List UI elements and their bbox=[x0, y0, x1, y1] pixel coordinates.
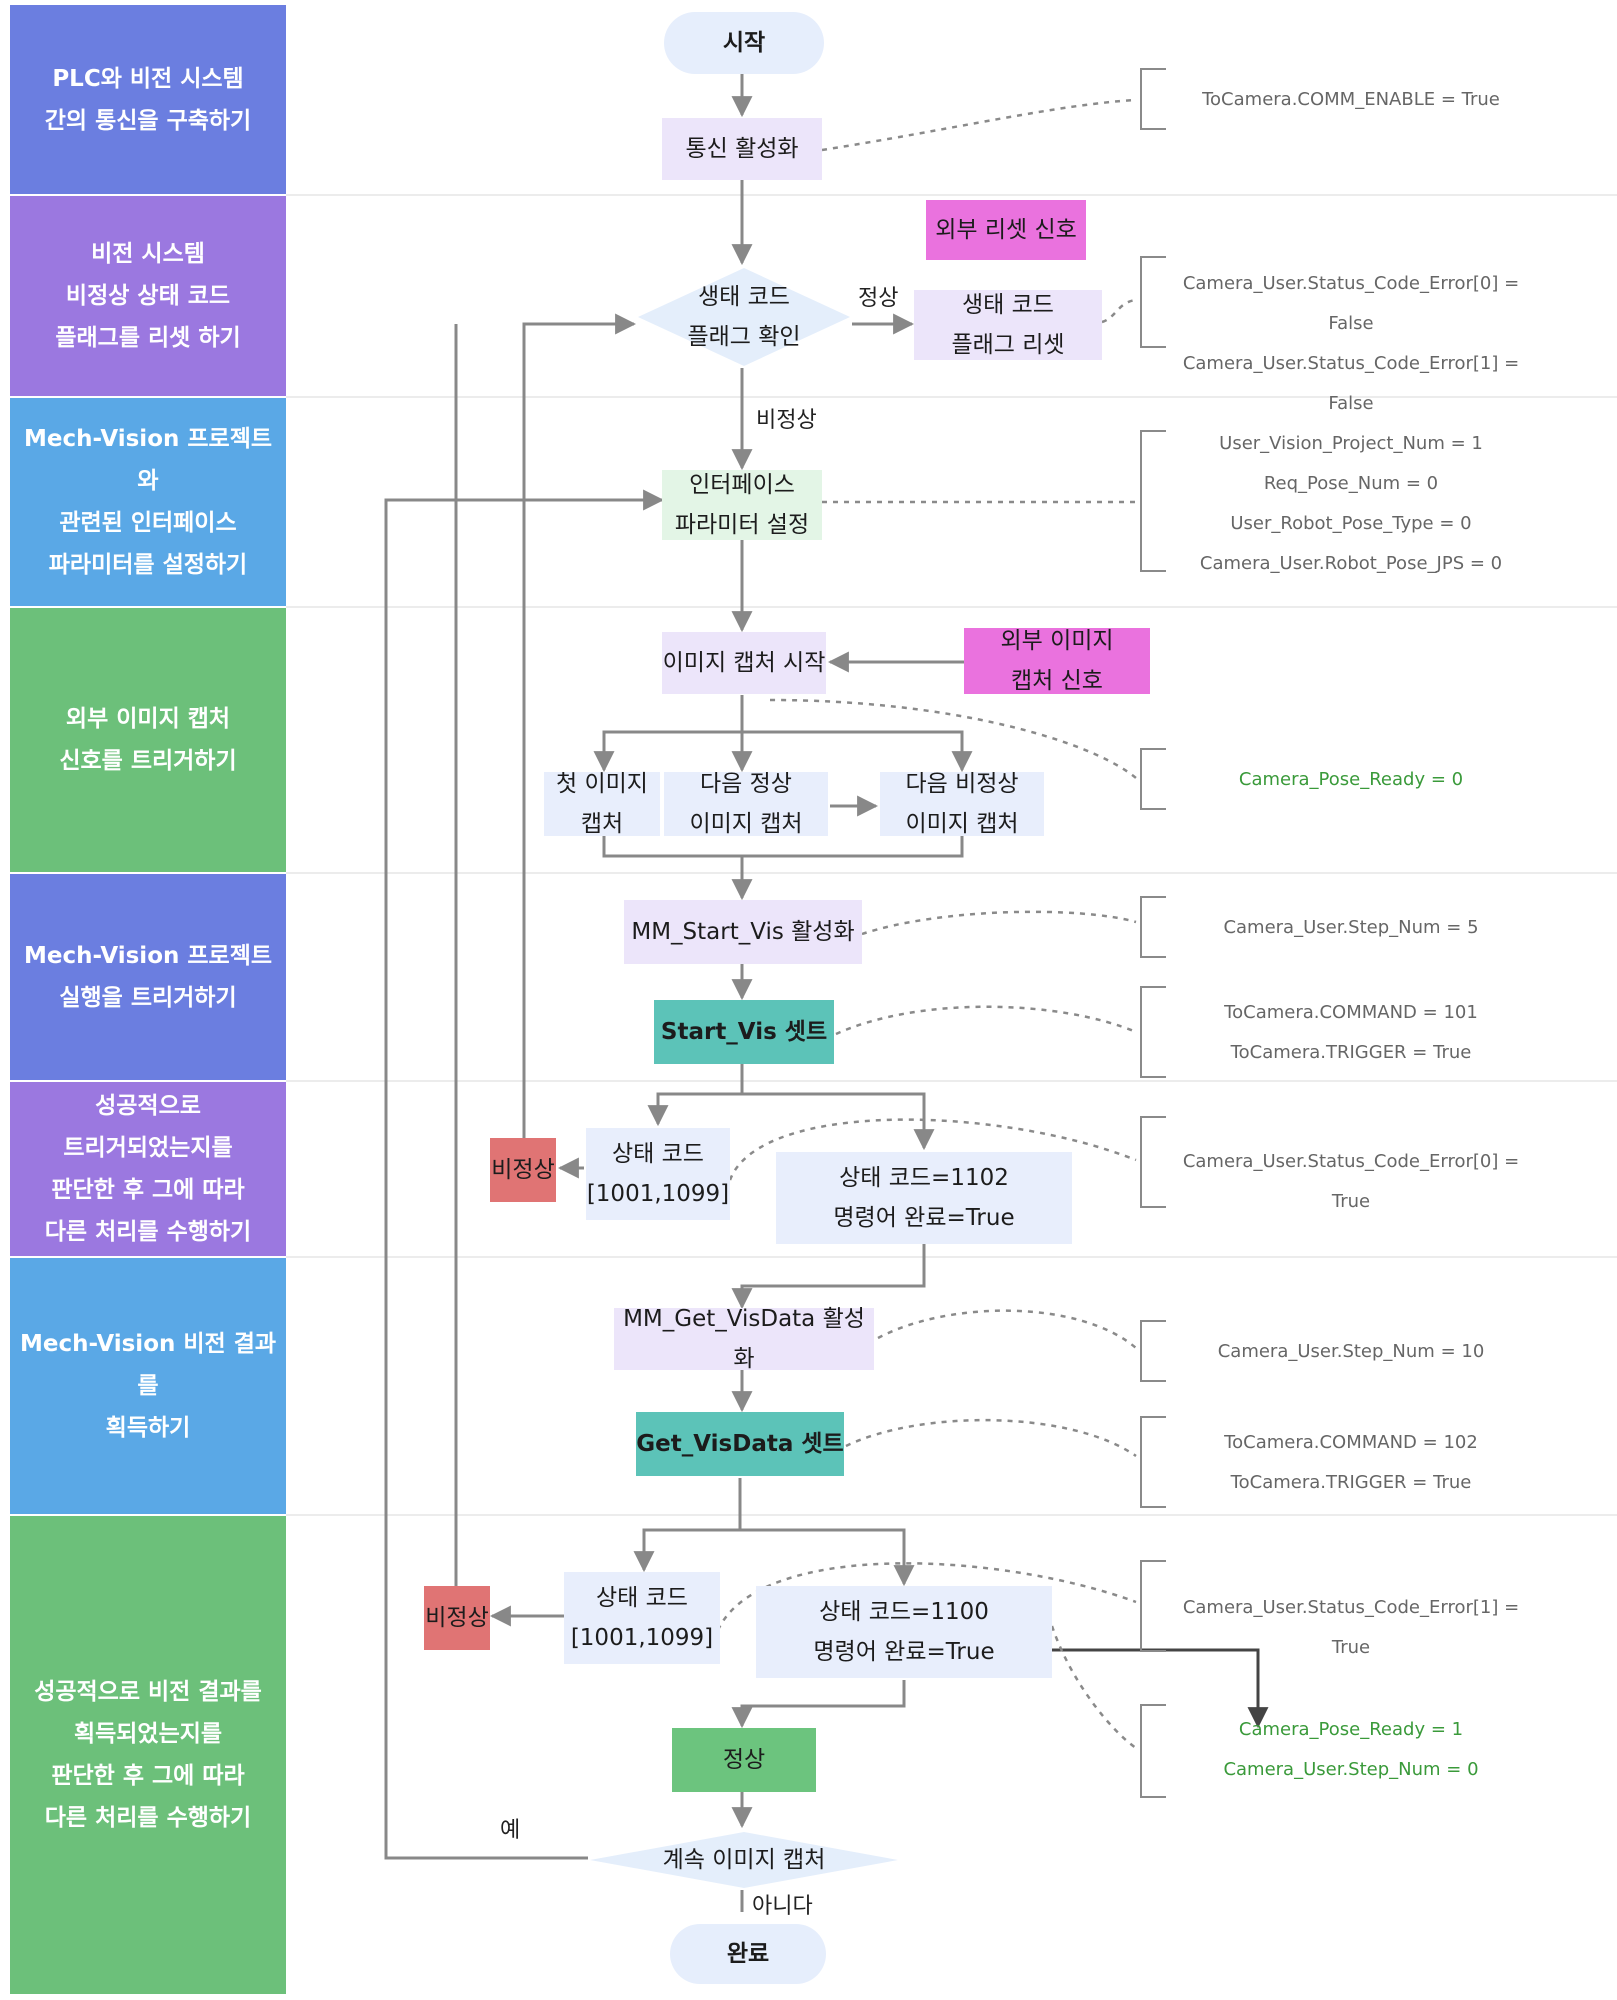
decision-shape bbox=[590, 1832, 898, 1888]
next-abnormal-capture-node: 다음 비정상 이미지 캡처 bbox=[880, 771, 1044, 837]
comm-enable-node: 통신 활성화 bbox=[662, 118, 822, 180]
decision-shape bbox=[638, 268, 850, 366]
lane-label: PLC와 비전 시스템 간의 통신을 구축하기 bbox=[10, 5, 286, 194]
annotation-bracket bbox=[1140, 1416, 1166, 1508]
annotation-text: ToCamera.COMMAND = 101 ToCamera.TRIGGER … bbox=[1224, 1002, 1478, 1063]
lane-label: 외부 이미지 캡처 신호를 트리거하기 bbox=[10, 608, 286, 872]
abnormal-node-1: 비정상 bbox=[490, 1138, 556, 1202]
reset-flag-node: 생태 코드 플래그 리셋 bbox=[914, 290, 1102, 360]
lane-label: 비전 시스템 비정상 상태 코드 플래그를 리셋 하기 bbox=[10, 196, 286, 396]
normal-node: 정상 bbox=[672, 1728, 816, 1792]
external-capture-signal-node: 외부 이미지 캡처 신호 bbox=[964, 628, 1150, 694]
lane-label: Mech-Vision 프로젝트와 관련된 인터페이스 파라미터를 설정하기 bbox=[10, 398, 286, 606]
lane-separator bbox=[286, 872, 1617, 874]
annotation-text: Camera_User.Status_Code_Error[1] = True bbox=[1182, 1597, 1520, 1658]
annotation-bracket bbox=[1140, 896, 1166, 958]
status-range-node-1: 상태 코드 [1001,1099] bbox=[586, 1128, 730, 1220]
next-normal-capture-node: 다음 정상 이미지 캡처 bbox=[664, 771, 828, 837]
abnormal-edge-label: 비정상 bbox=[756, 408, 817, 433]
lane-label: Mech-Vision 프로젝트 실행을 트리거하기 bbox=[10, 874, 286, 1080]
status-1100-node: 상태 코드=1100 명령어 완료=True bbox=[756, 1586, 1052, 1678]
annotation-text: Camera_User.Step_Num = 10 bbox=[1217, 1341, 1485, 1362]
decision-label: 계속 이미지 캡처 bbox=[662, 1847, 826, 1873]
lane-separator bbox=[286, 1514, 1617, 1516]
status-range-node-2: 상태 코드 [1001,1099] bbox=[564, 1572, 720, 1664]
decision-label: 생태 코드 플래그 확인 bbox=[687, 284, 801, 350]
annotation-bracket bbox=[1140, 430, 1166, 572]
status-1102-node: 상태 코드=1102 명령어 완료=True bbox=[776, 1152, 1072, 1244]
annotation-text: Camera_User.Status_Code_Error[0] = True bbox=[1182, 1151, 1520, 1212]
lane-label: Mech-Vision 비전 결과를 획득하기 bbox=[10, 1258, 286, 1514]
normal-edge-label: 정상 bbox=[858, 286, 899, 311]
start-vis-set-node: Start_Vis 셋트 bbox=[654, 1000, 834, 1064]
capture-start-node: 이미지 캡처 시작 bbox=[662, 632, 826, 694]
yes-edge-label: 예 bbox=[500, 1818, 521, 1843]
annotation-text: ToCamera.COMM_ENABLE = True bbox=[1202, 89, 1500, 110]
annotation-text: User_Vision_Project_Num = 1 Req_Pose_Num… bbox=[1199, 433, 1503, 574]
first-capture-node: 첫 이미지 캡처 bbox=[544, 771, 660, 837]
get-visdata-set-node: Get_VisData 셋트 bbox=[636, 1412, 844, 1476]
annotation-text: Camera_Pose_Ready = 0 bbox=[1238, 769, 1464, 790]
abnormal-node-2: 비정상 bbox=[424, 1586, 490, 1650]
start-node: 시작 bbox=[664, 12, 824, 74]
lane-separator bbox=[286, 396, 1617, 398]
annotation-bracket bbox=[1140, 68, 1166, 130]
lane-separator bbox=[286, 1256, 1617, 1258]
annotation-bracket bbox=[1140, 1320, 1166, 1382]
annotation-bracket bbox=[1140, 256, 1166, 348]
annotation-text: Camera_User.Step_Num = 5 bbox=[1223, 917, 1479, 938]
annotation-bracket bbox=[1140, 1116, 1166, 1208]
lane-separator bbox=[286, 606, 1617, 608]
lane-label: 성공적으로 트리거되었는지를 판단한 후 그에 따라 다른 처리를 수행하기 bbox=[10, 1082, 286, 1256]
annotation-text: Camera_Pose_Ready = 1 Camera_User.Step_N… bbox=[1223, 1719, 1479, 1780]
no-edge-label: 아니다 bbox=[752, 1894, 813, 1919]
lane-separator bbox=[286, 1080, 1617, 1082]
annotation-bracket bbox=[1140, 1704, 1166, 1798]
mm-start-vis-node: MM_Start_Vis 활성화 bbox=[624, 900, 862, 964]
lane-separator bbox=[286, 194, 1617, 196]
annotation-bracket bbox=[1140, 986, 1166, 1078]
annotation-bracket bbox=[1140, 748, 1166, 810]
annotation-text: ToCamera.COMMAND = 102 ToCamera.TRIGGER … bbox=[1224, 1432, 1478, 1493]
done-node: 완료 bbox=[670, 1924, 826, 1984]
continue-capture-decision: 계속 이미지 캡처 bbox=[588, 1830, 900, 1890]
annotation-text: Camera_User.Status_Code_Error[0] = False… bbox=[1182, 273, 1520, 414]
check-flag-decision: 생태 코드 플래그 확인 bbox=[636, 266, 852, 368]
mm-get-visdata-node: MM_Get_VisData 활성화 bbox=[614, 1306, 874, 1372]
interface-params-node: 인터페이스 파라미터 설정 bbox=[662, 470, 822, 540]
annotation-bracket bbox=[1140, 1560, 1166, 1652]
lane-label: 성공적으로 비전 결과를 획득되었는지를 판단한 후 그에 따라 다른 처리를 … bbox=[10, 1516, 286, 1994]
external-reset-signal-node: 외부 리셋 신호 bbox=[926, 200, 1086, 260]
